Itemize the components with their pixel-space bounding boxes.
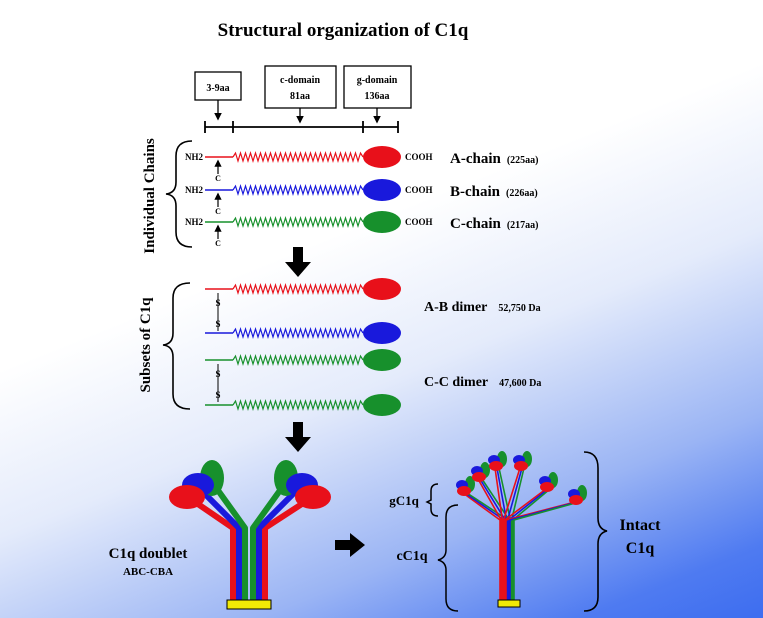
intact-head-red-3	[514, 461, 528, 471]
cc-disulfide-s2: S	[215, 390, 220, 400]
intact-strand-0-0	[462, 492, 501, 600]
page-title: Structural organization of C1q	[218, 20, 469, 41]
c-chain-nh2-label: NH2	[185, 217, 204, 227]
intact-strand-5-0	[505, 501, 576, 600]
doublet-strand-left-2	[209, 480, 248, 600]
brace-individual-chains	[165, 140, 193, 248]
g-domain-length: 136aa	[365, 91, 390, 102]
cc-dimer-c1-collagen-domain	[232, 353, 364, 367]
brace-subsets	[162, 282, 191, 410]
b-chain-cooh-label: COOH	[405, 185, 433, 195]
intact-head-red-1	[472, 472, 486, 482]
ab-dimer-label: A-B dimer 52,750 Da	[424, 298, 541, 315]
intact-head-red-0	[457, 486, 471, 496]
g-domain-name: g-domain	[357, 75, 398, 86]
section-label-individual-chains: Individual Chains	[142, 138, 158, 254]
ab-dimer-mass: 52,750 Da	[498, 303, 540, 314]
c-chain-label: C-chain (217aa)	[450, 216, 539, 232]
c-chain-name: C-chain	[450, 216, 501, 232]
intact-label-line1: Intact	[620, 517, 662, 534]
doublet-strand-right-1	[256, 487, 300, 600]
dimers-group: S S S S	[205, 278, 401, 416]
intact-brace	[583, 451, 608, 612]
cc-dimer-mass: 47,600 Da	[499, 378, 541, 389]
b-chain-cleavage-label: C	[215, 207, 221, 216]
a-chain-cooh-label: COOH	[405, 152, 433, 162]
b-chain-label: B-chain (226aa)	[450, 184, 538, 200]
domain-scale-ruler	[204, 121, 399, 133]
a-chain-cleavage-label: C	[215, 174, 221, 183]
intact-strand-5-2	[513, 501, 580, 600]
a-chain-globular-head	[363, 146, 401, 168]
doublet-head-red-left	[169, 485, 205, 509]
a-chain-length: (225aa)	[507, 155, 539, 166]
cc-dimer-c1-globular-head	[363, 349, 401, 371]
doublet-strand-left-0	[190, 497, 236, 600]
intact-strand-3-0	[502, 467, 521, 600]
cc-dimer-label: C-C dimer 47,600 Da	[424, 373, 541, 390]
domain-box-c: c-domain 81aa	[264, 65, 337, 109]
doublet-head-red-right	[295, 485, 331, 509]
intact-label-line2: C1q	[626, 540, 655, 557]
c-chain-globular-head	[363, 211, 401, 233]
c-chain-collagen-domain	[232, 215, 364, 229]
c-domain-name: c-domain	[280, 75, 320, 86]
b-chain-globular-head	[363, 179, 401, 201]
down-arrow-2	[285, 422, 311, 452]
ab-dimer-b-globular-head	[363, 322, 401, 344]
intact-strand-4-2	[511, 488, 551, 600]
intact-strand-2-0	[494, 467, 504, 600]
ab-dimer-b-collagen-domain	[232, 326, 364, 340]
a-chain-collagen-domain	[232, 150, 364, 164]
doublet-strand-left-1	[198, 487, 242, 600]
cc1q-label: cC1q	[396, 549, 427, 564]
c-chain-cooh-label: COOH	[405, 217, 433, 227]
cc-dimer-c2-collagen-domain	[232, 398, 364, 412]
a-chain-nh2-label: NH2	[185, 152, 204, 162]
doublet-base	[226, 599, 272, 610]
ab-dimer-a-globular-head	[363, 278, 401, 300]
c-chain-cleavage-label: C	[215, 239, 221, 248]
ab-disulfide-s2: S	[215, 319, 220, 329]
section-label-subsets: Subsets of C1q	[138, 297, 154, 393]
intact-strand-1-0	[477, 478, 502, 600]
c-chain-length: (217aa)	[507, 220, 539, 231]
intact-head-red-2	[489, 461, 503, 471]
b-chain-length: (226aa)	[506, 188, 538, 199]
intact-base	[497, 599, 521, 608]
intact-strand-5-1	[509, 501, 578, 600]
domain-short-label: 3-9aa	[206, 83, 229, 94]
doublet-strand-right-2	[250, 480, 289, 600]
c1q-doublet-figure	[169, 460, 331, 610]
ab-disulfide-s1: S	[215, 298, 220, 308]
down-arrow-1	[285, 247, 311, 277]
intact-strand-4-0	[504, 488, 547, 600]
right-arrow	[335, 533, 365, 557]
ab-dimer-name: A-B dimer	[424, 300, 487, 315]
intact-head-red-5	[569, 495, 583, 505]
doublet-label: C1q doublet	[109, 546, 188, 562]
b-chain-collagen-domain	[232, 183, 364, 197]
a-chain-name: A-chain	[450, 151, 501, 167]
gc1q-label: gC1q	[389, 493, 419, 508]
cc1q-brace	[437, 504, 459, 612]
a-chain-label: A-chain (225aa)	[450, 151, 539, 167]
intact-head-red-4	[540, 482, 554, 492]
intact-c1q-figure	[456, 451, 587, 608]
gc1q-brace	[425, 483, 439, 517]
domain-box-short: 3-9aa	[194, 71, 242, 101]
cc-disulfide-s1: S	[215, 369, 220, 379]
cc-dimer-c2-globular-head	[363, 394, 401, 416]
doublet-strand-right-0	[262, 497, 310, 600]
b-chain-name: B-chain	[450, 184, 501, 200]
cc-dimer-name: C-C dimer	[424, 375, 488, 390]
b-chain-nh2-label: NH2	[185, 185, 204, 195]
doublet-composition: ABC-CBA	[123, 566, 173, 578]
ab-dimer-a-collagen-domain	[232, 282, 364, 296]
c-domain-length: 81aa	[290, 91, 310, 102]
domain-box-g: g-domain 136aa	[343, 65, 412, 109]
